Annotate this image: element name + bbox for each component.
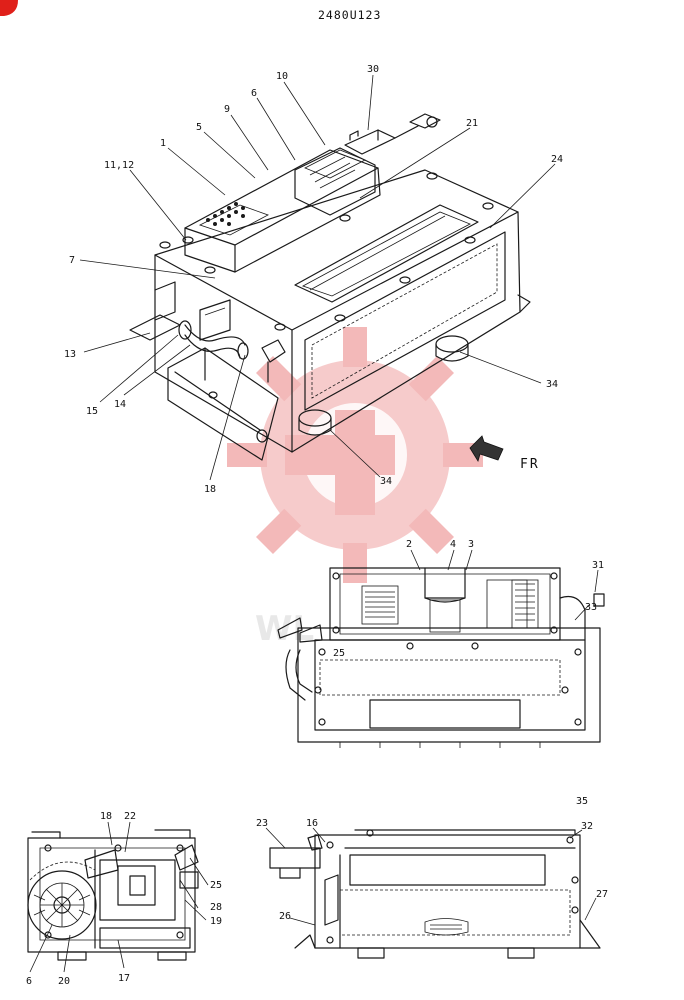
callout-label: 15 — [86, 406, 98, 417]
callout-label: 6 — [26, 976, 32, 987]
watermark-logo: WL — [227, 327, 483, 649]
callout-label: 31 — [592, 560, 604, 571]
left-side-view: 18 22 25 28 19 6 20 17 — [26, 811, 222, 987]
callout-label: 22 — [124, 811, 136, 822]
brand-corner-mark — [0, 0, 18, 16]
callout-label: 13 — [64, 349, 76, 360]
callout-label: 33 — [585, 602, 597, 613]
callout-label: 34 — [546, 379, 558, 390]
direction-label: FR — [520, 457, 540, 472]
callout-label: 7 — [69, 255, 75, 266]
callout-label: 9 — [224, 104, 230, 115]
callout-label: 34 — [380, 476, 392, 487]
callout-label: 21 — [466, 118, 478, 129]
front-direction-arrow — [469, 435, 504, 462]
callout-label: 19 — [210, 916, 222, 927]
callout-label: 24 — [551, 154, 563, 165]
callout-label: 20 — [58, 976, 70, 987]
callout-label: 5 — [196, 122, 202, 133]
callout-label: 18 — [100, 811, 112, 822]
callout-label: 11,12 — [104, 160, 134, 171]
mount-foot — [298, 409, 332, 436]
callout-label: 25 — [333, 648, 345, 659]
callout-label: 6 — [251, 88, 257, 99]
callout-label: 26 — [279, 911, 291, 922]
mount-foot — [435, 335, 469, 362]
rear-view: 2 4 3 31 33 25 — [277, 539, 605, 748]
callout-label: 14 — [114, 399, 126, 410]
drawing-code: 2480U123 — [318, 8, 381, 22]
callout-label: 10 — [276, 71, 288, 82]
right-side-view: 23 16 35 32 27 26 — [256, 796, 608, 959]
callout-label: 30 — [367, 64, 379, 75]
callout-label: 27 — [596, 889, 608, 900]
callout-label: 1 — [160, 138, 166, 149]
callout-label: 17 — [118, 973, 130, 984]
callout-label: 35 — [576, 796, 588, 807]
callout-label: 4 — [450, 539, 456, 550]
callout-label: 16 — [306, 818, 318, 829]
callout-label: 25 — [210, 880, 222, 891]
callout-label: 23 — [256, 818, 268, 829]
callout-label: 2 — [406, 539, 412, 550]
callout-label: 18 — [204, 484, 216, 495]
callout-label: 3 — [468, 539, 474, 550]
main-isometric-view: FR 1 5 9 6 10 30 21 — [64, 64, 563, 495]
svg-text:WL: WL — [255, 609, 314, 649]
callout-label: 32 — [581, 821, 593, 832]
callout-label: 28 — [210, 902, 222, 913]
